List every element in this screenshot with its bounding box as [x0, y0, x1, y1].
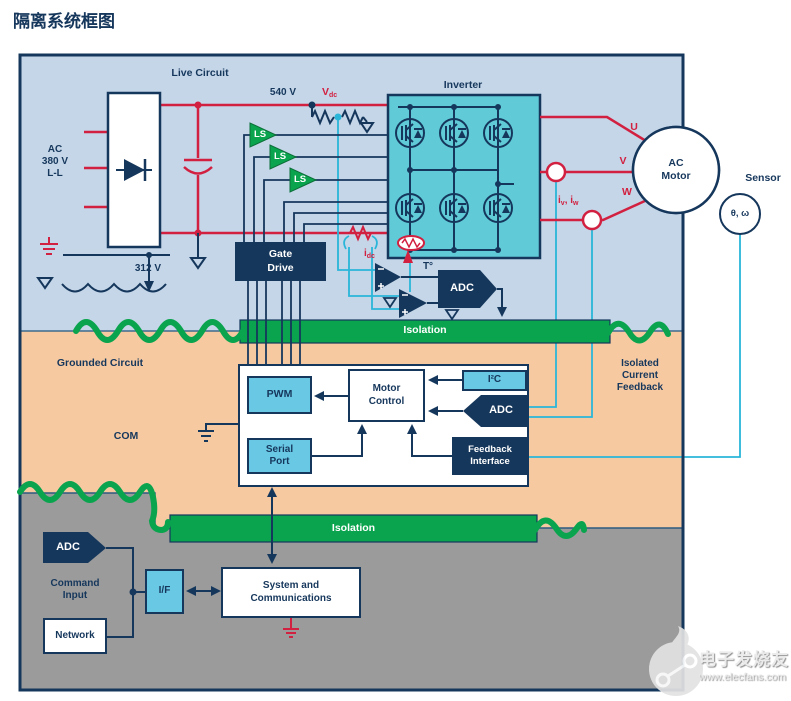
adc-live-pentagon	[438, 270, 497, 308]
opamp-1	[375, 263, 401, 292]
isolation-bar-2	[169, 514, 538, 543]
neutral-line	[61, 252, 170, 293]
vdc-label: Vdc	[322, 86, 338, 99]
pwm-box: PWM	[247, 376, 312, 414]
ls2-label: LS	[274, 151, 287, 162]
inverter-box	[386, 93, 542, 260]
arrowhead	[186, 586, 196, 596]
adc-command-label: ADC	[56, 541, 80, 553]
junction-dot	[129, 588, 137, 596]
isolated-feedback-label: Isolated Current Feedback	[616, 358, 664, 394]
junction-dot	[194, 101, 202, 109]
thermistor-icon	[397, 235, 425, 263]
temp-label: T°	[422, 261, 434, 272]
current-sensor-v-icon	[545, 161, 567, 183]
idc-label: idc	[364, 248, 375, 260]
chassis-ground-icon	[382, 297, 398, 309]
isolation-bar-1-label: Isolation	[403, 324, 447, 336]
sense-lines	[337, 117, 741, 458]
bus-voltage-label: 540 V	[269, 87, 297, 98]
chassis-ground-icon	[36, 277, 54, 290]
sensor-vars-label: θ, ω	[730, 208, 750, 219]
ls1-label: LS	[254, 129, 267, 140]
system-link	[267, 487, 277, 564]
gate-lines	[243, 134, 388, 242]
phase-u-line	[540, 115, 647, 143]
serial-port-box: Serial Port	[247, 438, 312, 474]
pwm-gate-lines	[247, 281, 301, 376]
diode-icon	[116, 159, 152, 181]
adc-live-label: ADC	[450, 282, 474, 294]
cap-voltage-label: 312 V	[134, 263, 161, 274]
phase-u-label: U	[630, 121, 638, 133]
watermark-url: www.elecfans.com	[699, 671, 786, 683]
opamp-2	[399, 289, 427, 318]
gate-drive-box: Gate Drive	[235, 242, 326, 281]
motor-control-box: Motor Control	[348, 369, 425, 422]
isolation-bar-2-label: Isolation	[331, 522, 376, 534]
controller-ground	[198, 423, 239, 442]
iw-feedback-line	[527, 229, 593, 418]
inverter-label: Inverter	[443, 79, 483, 91]
controller-arrows	[312, 375, 463, 457]
ac-motor-circle	[631, 125, 721, 215]
elecfans-logo	[649, 626, 703, 696]
current-sensor-w-icon	[581, 209, 603, 231]
arrowhead	[211, 586, 221, 596]
sensor-label: Sensor	[745, 172, 781, 184]
adc-grounded-label: ADC	[489, 404, 513, 416]
phase-v-label: V	[619, 155, 627, 167]
network-box: Network	[43, 618, 107, 654]
adc-grounded-pentagon	[463, 395, 527, 427]
chassis-ground-icon	[444, 309, 460, 321]
feedback-interface-box: Feedback Interface	[452, 437, 528, 475]
phase-w-line	[540, 198, 648, 222]
ls1-triangle	[249, 122, 278, 148]
live-circuit-label: Live Circuit	[171, 67, 229, 79]
grounded-circuit-label: Grounded Circuit	[56, 357, 144, 369]
i2c-box: I²C	[462, 370, 527, 391]
diagram-border	[18, 53, 685, 692]
isolation-waves	[17, 319, 671, 539]
ls3-triangle	[289, 167, 318, 193]
cap-ground	[189, 233, 207, 270]
ripple-wave	[61, 282, 167, 293]
ls3-label: LS	[294, 174, 307, 185]
level-shifters	[249, 122, 318, 193]
ac-motor-label: AC Motor	[661, 157, 691, 182]
sensor-circle	[719, 193, 761, 235]
capacitor-icon	[183, 105, 213, 233]
position-feedback-line	[528, 234, 741, 458]
com-label: COM	[113, 430, 139, 442]
junction-dot	[308, 101, 316, 109]
watermark-name: 电子发烧友	[699, 650, 789, 669]
phase-w-label: W	[622, 186, 632, 198]
adc-command-pentagon	[43, 532, 106, 563]
arrowhead	[497, 307, 507, 317]
earth-ground-red-icon	[40, 237, 58, 255]
system-ground-red	[283, 618, 299, 638]
adc-out-wire	[497, 288, 503, 307]
iv-feedback-line	[527, 181, 557, 408]
ac-input-label: AC 380 V L-L	[41, 144, 69, 180]
page-title: 隔离系统框图	[13, 12, 115, 31]
ivw-label: iv, iw	[558, 195, 579, 207]
command-input-label: Command Input	[50, 578, 100, 602]
ls2-triangle	[269, 144, 298, 170]
system-comms-box: System and Communications	[221, 567, 361, 618]
command-wires	[106, 547, 212, 638]
shunt-resistor-icon	[349, 224, 372, 242]
interface-box: I/F	[145, 569, 184, 614]
